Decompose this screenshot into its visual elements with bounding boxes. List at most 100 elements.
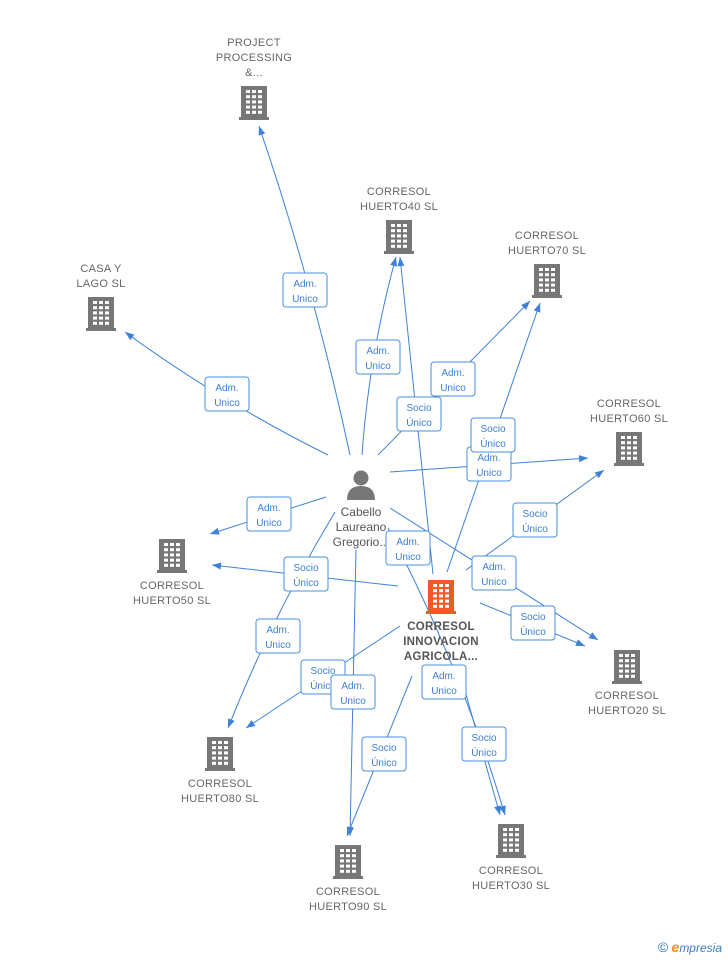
edge-role-label[interactable]: Adm.Unico [330,674,376,710]
arrowhead [258,126,266,136]
relation-edge [227,511,336,729]
edge-role-label[interactable]: Adm.Unico [255,618,301,654]
edge-role-text: Unico [440,383,466,394]
edge-role-label[interactable]: Adm. Unico [471,555,517,591]
building-icon [612,650,642,684]
edge-role-text: Unico [431,686,457,697]
company-label-line: LAGO SL [76,278,125,290]
edge-role-text: Adm. [396,537,419,548]
edge-role-text: Único [406,416,432,429]
edge-role-text: Adm. [441,368,464,379]
edge-role-text: Único [480,437,506,450]
company-label-line: HUERTO90 SL [309,901,387,913]
company-label-line: HUERTO50 SL [133,595,211,607]
company-label-line: CORRESOL [316,886,380,898]
person-icon [347,470,375,500]
edge-role-label[interactable]: Adm. Unico [430,361,476,397]
company-label-line: CORRESOL [515,230,579,242]
edge-role-label[interactable]: Adm. Unico [355,339,401,375]
edge-role-text: Unico [365,361,391,372]
edge-role-text: Unico [476,468,502,479]
edge-role-text: Adm. [293,279,316,290]
company-node-innovacion[interactable]: CORRESOL INNOVACION AGRICOLA... [403,580,479,663]
arrowhead [594,470,604,479]
company-label-line: HUERTO40 SL [360,201,438,213]
company-label-line: INNOVACION [403,636,479,648]
company-label-line: HUERTO20 SL [588,705,666,717]
arrowhead [521,301,530,310]
person-node[interactable]: CabelloLaureanoGregorio... [333,470,390,550]
edge-role-label[interactable]: Adm.Unico [246,496,292,532]
edge-role-text: Socio [371,743,396,754]
edge-role-text: Socio [522,509,547,520]
edge-role-text: Único [520,625,546,638]
brand-logo-text: mpresia [679,941,722,955]
company-label-line: CORRESOL [188,778,252,790]
company-node-project-processing[interactable]: PROJECTPROCESSING&... [216,37,292,120]
edge-role-label[interactable]: Adm. Unico [282,272,328,308]
edge-role-text: Adm. [366,346,389,357]
building-icon [86,297,116,331]
edge-role-text: Unico [395,552,421,563]
company-label-line: HUERTO60 SL [590,413,668,425]
edge-role-text: Unico [256,518,282,529]
building-icon [205,737,235,771]
company-label-line: AGRICOLA... [404,651,478,663]
edge-role-text: Socio [520,612,545,623]
empresia-watermark[interactable]: © empresia [658,939,722,955]
arrowhead [588,632,598,640]
company-label-line: &... [245,67,263,79]
company-node-huerto70[interactable]: CORRESOL HUERTO70 SL [508,230,586,298]
person-label-line: Laureano [336,520,387,534]
arrowhead [125,332,135,341]
edge-role-text: Adm. [482,562,505,573]
company-label-line: CASA Y [80,263,122,275]
arrowhead [212,562,222,570]
arrowhead [390,257,397,267]
arrowhead [347,826,354,836]
company-label-line: CORRESOL [407,621,475,633]
edge-role-text: Unico [481,577,507,588]
company-node-casa-lago[interactable]: CASA Y LAGO SL [76,263,125,331]
company-label-line: CORRESOL [140,580,204,592]
edge-role-label[interactable]: Adm. Unico [385,530,431,566]
edge-role-label[interactable]: Adm.Unico [421,664,467,700]
company-label-line: HUERTO80 SL [181,793,259,805]
building-icon [532,264,562,298]
company-node-huerto90[interactable]: CORRESOL HUERTO90 SL [309,845,387,913]
edge-role-text: Unico [265,640,291,651]
edge-role-text: Socio [293,563,318,574]
edge-role-text: Unico [292,294,318,305]
company-node-huerto50[interactable]: CORRESOL HUERTO50 SL [133,539,211,607]
company-label-line: PROJECT [227,37,280,49]
arrowhead [494,805,501,815]
edge-role-text: Adm. [341,681,364,692]
company-label-line: HUERTO70 SL [508,245,586,257]
arrowhead [578,455,588,463]
edge-role-text: Socio [310,666,335,677]
building-icon [496,824,526,858]
edge-role-text: Único [293,576,319,589]
building-icon [333,845,363,879]
building-icon [157,539,187,573]
company-node-huerto80[interactable]: CORRESOL HUERTO80 SL [181,737,259,805]
edge-role-text: Socio [406,403,431,414]
edge-role-label[interactable]: Adm.Unico [204,376,250,412]
edge-role-text: Unico [214,398,240,409]
edge-role-label[interactable]: Adm.Unico [466,446,512,482]
edge-role-text: Único [310,679,336,692]
building-icon [384,220,414,254]
